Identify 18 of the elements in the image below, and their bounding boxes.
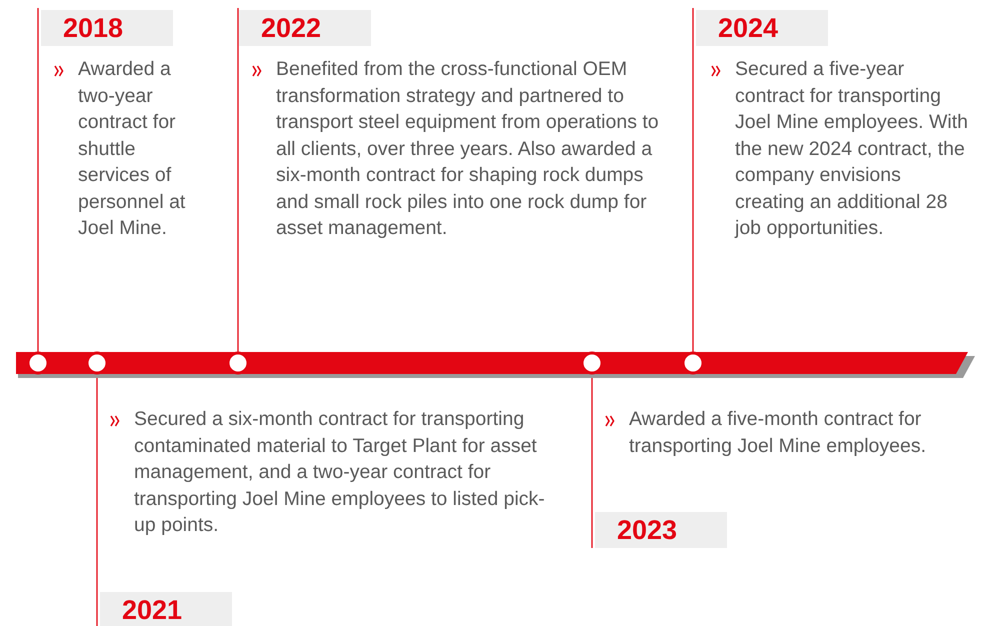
entry-text: Awarded a five-month contract for transporting Joel Mine employees. xyxy=(629,407,927,458)
timeline-marker xyxy=(26,352,50,374)
timeline-marker xyxy=(226,352,250,374)
connector-line xyxy=(237,8,239,352)
connector-line xyxy=(692,8,694,352)
entry-text: Secured a six-month contract for transporting contaminated material to Target Plant for asset management, and a two-year contract for transporting Joel Mine employees to listed pick-up points. xyxy=(134,407,546,538)
year-heading: 2021 xyxy=(100,592,232,626)
year-heading: 2024 xyxy=(696,10,828,46)
entry-text: Awarded a two-year contract for shuttle services of personnel at Joel Mine. xyxy=(78,57,186,241)
year-heading: 2022 xyxy=(239,10,371,46)
entry-text: Secured a five-year contract for transporting Joel Mine employees. With the new 2024 contract, the company envisions creating an additional 28 job opportunities. xyxy=(735,57,970,241)
timeline-marker xyxy=(86,352,108,374)
timeline-marker xyxy=(682,352,704,374)
year-heading: 2018 xyxy=(41,10,173,46)
timeline-marker xyxy=(580,352,604,374)
year-heading: 2023 xyxy=(595,512,727,548)
connector-line xyxy=(37,8,39,352)
entry-text: Benefited from the cross-functional OEM transformation strategy and partnered to transport steel equipment from operations to all clients, over three years. Also awarded a six-month contract for shaping rock dumps and small rock piles into one rock dump for asset management. xyxy=(276,57,660,241)
